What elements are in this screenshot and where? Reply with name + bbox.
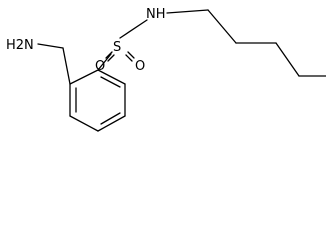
ring-double-bond <box>100 76 121 88</box>
benzene-ring <box>69 69 126 132</box>
ring-bond <box>97 69 126 85</box>
s-o-double-bond <box>125 54 133 62</box>
s-o-double-bond <box>105 51 113 59</box>
ch2-n-bond <box>37 43 64 49</box>
s-o-double-bond <box>107 54 115 62</box>
chain-bond <box>207 9 237 44</box>
ring-s-bond <box>97 53 112 71</box>
sulfonamide-nh-label: NH <box>146 7 166 22</box>
ring-bond <box>69 115 99 132</box>
structure-diagram: H2N S O O NH <box>6 7 326 132</box>
s-n-bond <box>119 19 148 39</box>
oxygen-label-left: O <box>95 59 105 74</box>
ring-double-bond <box>100 112 121 125</box>
chain-bond <box>275 42 300 77</box>
s-o-double-bond <box>127 51 135 59</box>
n-c1-bond <box>166 9 209 14</box>
ch2-bond <box>62 47 71 85</box>
ring-bond <box>97 115 126 132</box>
amine-label: H2N <box>6 38 34 53</box>
sulfur-label: S <box>113 40 121 55</box>
ring-bond <box>69 69 99 85</box>
oxygen-label-right: O <box>135 59 145 74</box>
